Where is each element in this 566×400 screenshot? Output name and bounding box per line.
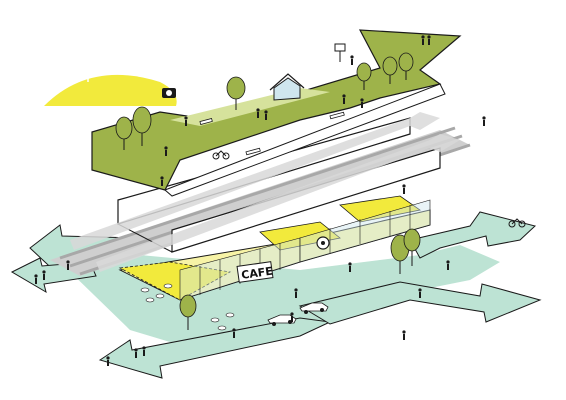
person-icon [446, 260, 450, 270]
bench-icon [199, 111, 345, 156]
person-icon [256, 108, 260, 118]
tree-icon [356, 62, 372, 90]
bicycle-icon [508, 218, 526, 228]
person-icon [160, 176, 164, 186]
ground-arrow-upper-right [409, 211, 537, 259]
person-icon [418, 288, 422, 298]
castle-icon [63, 61, 89, 82]
person-icon [42, 270, 46, 280]
person-icon [232, 328, 236, 338]
person-icon [360, 98, 364, 108]
person-icon [142, 346, 146, 356]
person-icon [402, 184, 406, 194]
person-icon [164, 146, 168, 156]
person-icon [106, 356, 110, 366]
camera-icon [162, 88, 176, 98]
office-zone [339, 195, 421, 223]
tree-icon [382, 56, 398, 84]
person-icon [134, 348, 138, 358]
roof-park-strip [164, 83, 446, 197]
car-icon [299, 302, 329, 314]
cafe-sign-label: CAFE [240, 265, 273, 282]
cafe-zone [118, 261, 232, 301]
cafe-tables [140, 283, 235, 331]
bicycle-icon [212, 150, 230, 160]
person-icon [342, 94, 346, 104]
pin-icon [316, 236, 330, 250]
person-icon [427, 35, 431, 45]
basketball-hoop-icon [334, 43, 346, 62]
trees [115, 52, 421, 330]
tree-icon [132, 106, 152, 146]
tree-icon [403, 228, 421, 266]
flow-arrows [70, 112, 460, 272]
station-building: CAFE [118, 195, 431, 331]
person-icon [421, 35, 425, 45]
person-icon [184, 116, 188, 126]
cafe-sign: CAFE [236, 261, 274, 283]
person-icon [66, 260, 70, 270]
person-icon [348, 262, 352, 272]
tree-icon [115, 116, 133, 150]
people [34, 35, 486, 366]
landmark [44, 61, 177, 106]
tree-icon [398, 52, 414, 80]
person-icon [402, 330, 406, 340]
yellow-hill [44, 74, 177, 106]
ground-arrow-right [298, 281, 542, 325]
roof-park [91, 29, 526, 228]
tree-icon [179, 294, 197, 330]
house-icon [269, 73, 305, 101]
person-icon [294, 288, 298, 298]
person-icon [264, 110, 268, 120]
person-icon [482, 116, 486, 126]
tree-icon [226, 76, 246, 110]
person-icon [350, 55, 354, 65]
person-icon [34, 274, 38, 284]
person-icon [290, 312, 294, 322]
